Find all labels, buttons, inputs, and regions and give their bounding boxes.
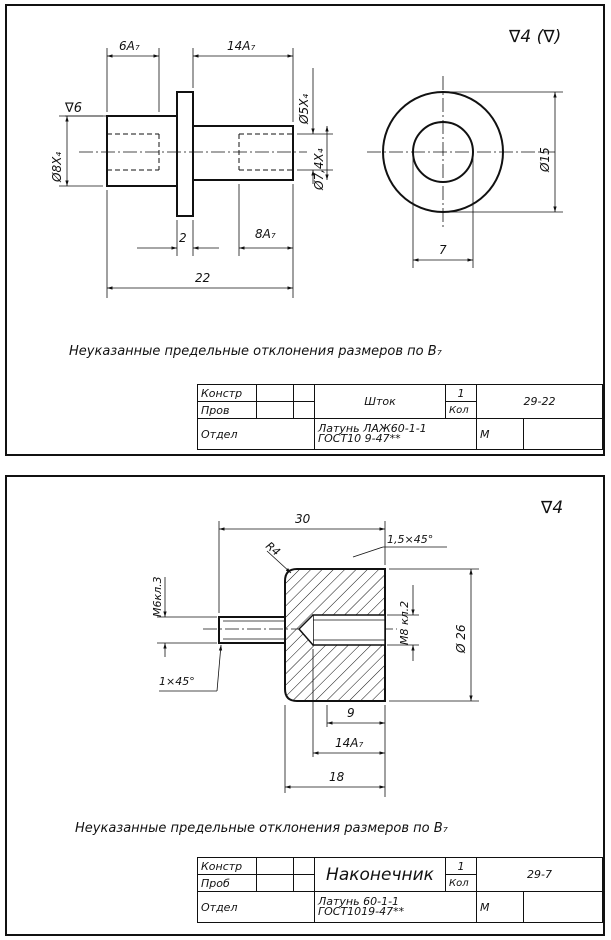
dim-9: 9 [347, 706, 355, 720]
dim-d15: Ø15 [538, 147, 552, 173]
dim-d26: Ø 26 [454, 624, 468, 654]
dim-6A7: 6A₇ [119, 39, 140, 53]
drawing-sheet-nakonechnik: 30 1,5×45° R4 М6кл.3 М8 кл.2 Ø 26 1×45° [5, 475, 605, 936]
internal-bore [312, 614, 386, 646]
material-line2: ГОСТ1019-47** [318, 905, 405, 918]
scale-label: М [476, 418, 524, 450]
outer-circle [382, 91, 504, 213]
nakonechnik-drawing: 30 1,5×45° R4 М6кл.3 М8 кл.2 Ø 26 1×45° [151, 498, 563, 797]
material: Латунь ЛАЖ60-1-1 ГОСТ10 9-47** [314, 418, 477, 450]
flange [176, 91, 194, 217]
dim-8A7: 8A₇ [255, 227, 276, 241]
scale-label: М [476, 891, 524, 923]
dim-22: 22 [195, 271, 210, 285]
tolerance-note: Неуказанные предельные отклонения размер… [69, 344, 442, 359]
tb-row-label: Отдел [197, 891, 315, 923]
tb-row-label: Констр [197, 857, 257, 875]
dim-chamfer-1x45: 1×45° [159, 675, 195, 688]
part-name: Наконечник [314, 857, 446, 892]
shaft-right-part [192, 125, 294, 181]
dim-30: 30 [295, 512, 311, 526]
general-roughness-label: ∇4 (∇) [508, 27, 561, 47]
tolerance-note: Неуказанные предельные отклонения размер… [75, 821, 448, 836]
title-block: Констр Наконечник 1 29-7 Проб Кол Отдел … [197, 857, 603, 923]
qty: 1 [445, 384, 477, 402]
tb-row-label: Отдел [197, 418, 315, 450]
dim-d5X4: Ø5X₄ [297, 94, 311, 125]
dim-d8X4: Ø8X₄ [50, 152, 64, 183]
dim-7: 7 [439, 243, 447, 257]
dim-18: 18 [329, 770, 345, 784]
qty: 1 [445, 857, 477, 875]
general-roughness-label: ∇4 [540, 498, 563, 518]
material-line2: ГОСТ10 9-47** [318, 432, 401, 445]
dim-chamfer-1-5: 1,5×45° [387, 533, 433, 546]
drawing-number: 29-7 [476, 857, 603, 892]
tb-row-label: Констр [197, 384, 257, 402]
tb-row-label: Пров [197, 401, 257, 419]
inner-circle [412, 121, 474, 183]
tb-row-label: Проб [197, 874, 257, 892]
material: Латунь 60-1-1 ГОСТ1019-47** [314, 891, 477, 923]
dim-2: 2 [179, 231, 187, 245]
dim-14A7-2: 14A₇ [335, 736, 363, 750]
dim-thread-m8: М8 кл.2 [398, 601, 411, 645]
dim-14A7: 14A₇ [227, 39, 255, 53]
surface-roughness-mark: ∇6 [64, 101, 82, 116]
part-name: Шток [314, 384, 446, 419]
qty-label: Кол [445, 401, 477, 419]
dim-d74X4: Ø7,4X₄ [312, 148, 326, 191]
material-line1: Латунь ЛАЖ60-1-1 [318, 422, 427, 435]
qty-label: Кол [445, 874, 477, 892]
shtok-drawing: 6A₇ 14A₇ Ø8X₄ ∇6 Ø5X₄ Ø7,4X₄ 2 8A₇ [50, 27, 563, 298]
dim-thread-m6: М6кл.3 [151, 576, 164, 617]
drawing-number: 29-22 [476, 384, 603, 419]
shaft-left-part [106, 115, 178, 187]
dim-R4: R4 [263, 539, 283, 558]
drawing-sheet-shtok: 6A₇ 14A₇ Ø8X₄ ∇6 Ø5X₄ Ø7,4X₄ 2 8A₇ [5, 4, 605, 456]
material-line1: Латунь 60-1-1 [318, 895, 400, 908]
title-block: Констр Шток 1 29-22 Пров Кол Отдел Латун… [197, 384, 603, 450]
